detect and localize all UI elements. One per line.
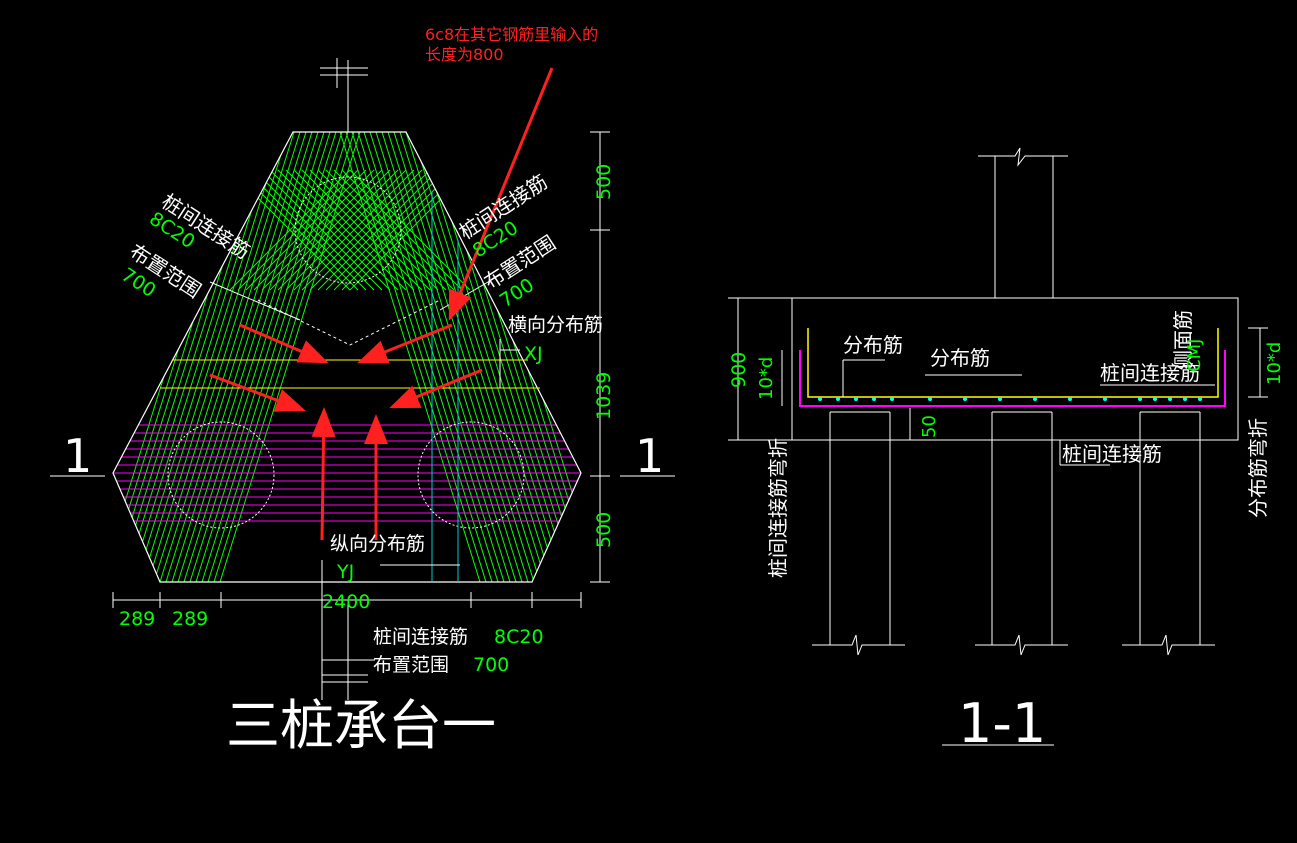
pile-circle-right [417,421,525,529]
conn-bend-label: 桩间连接筋弯折 [766,438,790,578]
pile-circle-top [294,176,402,284]
plan-horizontal-dimension [112,592,582,608]
pile-cap-outline [112,131,582,583]
bottom-conn-name: 桩间连接筋 [373,626,468,648]
longitudinal-code: YJ [336,561,354,583]
conn-bottom-label: 桩间连接筋 [1062,442,1162,466]
dim-width: 2400 [322,591,370,613]
dist-bend-label: 分布筋弯折 [1246,418,1270,518]
side-bar-code: CMJ [1184,339,1205,372]
side-bar-label: 侧面筋 [1171,310,1195,370]
section-mark-left: 1 [63,429,92,483]
bottom-conn-spec: 8C20 [494,626,544,648]
annotation-line1: 6c8在其它钢筋里输入的 [425,25,598,44]
dim-section-height: 900 [728,352,750,388]
longitudinal-label: 纵向分布筋 [330,533,425,555]
transverse-label: 横向分布筋 [508,314,603,336]
plan-vertical-dimension [590,131,610,583]
bottom-range-value: 700 [473,654,509,676]
pile-circle-left [167,421,275,529]
annotation-line2: 长度为800 [425,45,504,64]
section-view [728,147,1268,746]
dim-top: 500 [593,164,615,200]
dim-left2: 289 [172,608,208,630]
dim-middle: 1039 [593,372,615,420]
conn-top-label: 桩间连接筋 [1100,361,1200,385]
dim-left-bend: 10*d [756,357,777,400]
section-mark-right: 1 [635,429,664,483]
plan-title: 三桩承台一 [226,694,496,757]
bottom-range-label: 布置范围 [373,654,449,676]
plan-view [50,58,675,700]
section-title: 1-1 [958,692,1046,755]
dim-right-bend: 10*d [1264,342,1285,385]
rebar-mesh [113,132,581,582]
dist-label-2: 分布筋 [930,346,990,370]
dim-left1: 289 [119,608,155,630]
dim-cover: 50 [919,415,940,438]
section-cap-outline [791,297,1239,441]
transverse-code: XJ [524,343,543,365]
dim-bottom: 500 [593,512,615,548]
red-arrows [209,67,554,541]
dist-label-1: 分布筋 [843,333,903,357]
